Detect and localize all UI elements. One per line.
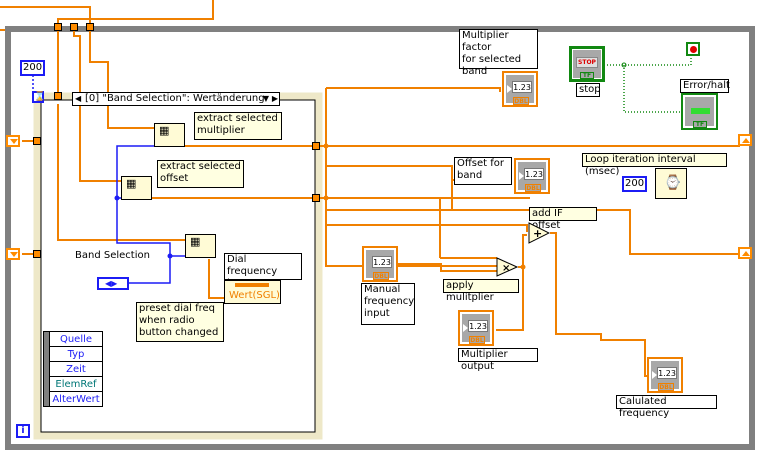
multiply-node[interactable]: ×	[496, 257, 518, 277]
index-array-icon: ▦	[190, 235, 201, 248]
index-array-offset[interactable]: ▦	[121, 176, 152, 200]
loop-interval-label: Loop iteration interval (msec)	[582, 153, 727, 177]
band-selection-control[interactable]: ◀▶	[97, 277, 129, 290]
watch-icon: ⌚	[664, 175, 682, 191]
event-field-elemref: ElemRef	[50, 377, 102, 392]
index-array-multiplier[interactable]: ▦	[154, 123, 185, 147]
event-field-typ: Typ	[50, 347, 102, 362]
multiplier-output-label: Multiplier output	[458, 348, 538, 372]
previous-case-arrow[interactable]: ◀	[75, 94, 82, 103]
comment-apply-multiplier: apply mulitplier	[443, 279, 519, 303]
offset-label: Offset for band	[454, 157, 512, 185]
comment-preset-dial: preset dial freq when radio button chang…	[136, 302, 224, 342]
dial-frequency-property-node[interactable]: Wert(SGL)	[224, 280, 281, 304]
index-array-icon: ▦	[126, 177, 137, 190]
manual-frequency-label: Manual frequency input	[361, 283, 415, 325]
comment-add-if-offset: add IF offset	[529, 207, 597, 231]
next-case-arrow[interactable]: ▶	[271, 94, 278, 103]
timeout-constant[interactable]: 200	[20, 60, 46, 76]
dial-frequency-label: Dial frequency input	[224, 253, 302, 289]
event-field-alterwert: AlterWert	[52, 394, 100, 405]
event-tunnel	[312, 142, 320, 150]
loop-condition-terminal[interactable]	[686, 42, 700, 56]
stop-label: stop	[576, 83, 601, 97]
comment-extract-offset: extract selected offset	[157, 160, 244, 188]
hourglass-timeout-icon: ⌛	[32, 91, 46, 103]
iteration-terminal: i	[16, 424, 30, 438]
multiplier-factor-indicator[interactable]: 1.23 DBL	[502, 71, 538, 107]
case-selector-label: [0] "Band Selection": Wertänderung	[85, 93, 265, 104]
event-tunnel	[33, 137, 41, 145]
event-tunnel	[54, 92, 62, 100]
stop-button-control[interactable]: STOP TF	[569, 46, 605, 82]
multiplier-output-indicator[interactable]: 1.23 DBL	[458, 310, 494, 346]
error-halt-label: Error/halt	[680, 79, 730, 93]
tf-tag: TF	[580, 72, 594, 79]
event-tunnel	[312, 194, 320, 202]
calculated-frequency-indicator[interactable]: 1.23 DBL	[647, 357, 683, 393]
property-node-header	[235, 283, 269, 287]
index-array-icon: ▦	[159, 124, 170, 137]
multiply-symbol: ×	[502, 263, 510, 274]
comment-extract-multiplier: extract selected multiplier	[194, 112, 282, 140]
tf-tag: TF	[693, 121, 707, 128]
add-symbol: +	[533, 227, 542, 240]
loop-tunnel	[86, 23, 94, 31]
wait-until-next-ms-node[interactable]: ⌚	[655, 168, 687, 199]
shift-register-left	[6, 135, 20, 147]
offset-indicator[interactable]: 1.23 DBL	[514, 158, 550, 194]
led-icon	[691, 108, 710, 114]
stop-button-face: STOP	[576, 57, 598, 68]
band-selection-label: Band Selection	[75, 250, 150, 261]
shift-register-left	[6, 248, 20, 260]
property-name: Wert(SGL)	[229, 290, 280, 301]
event-case-selector[interactable]: ◀ [0] "Band Selection": Wertänderung ▼ ▶	[72, 92, 280, 106]
case-dropdown-icon[interactable]: ▼	[262, 94, 269, 103]
error-halt-indicator[interactable]: TF	[681, 93, 718, 130]
add-node[interactable]: +	[528, 222, 550, 244]
manual-frequency-control[interactable]: 1.23 DBL	[362, 246, 398, 282]
loop-tunnel	[54, 23, 62, 31]
event-tunnel	[33, 250, 41, 258]
event-field-quelle: Quelle	[50, 332, 102, 347]
event-data-node: Quelle Typ Zeit ElemRef AlterWert	[43, 331, 103, 407]
event-field-zeit: Zeit	[50, 362, 102, 377]
shift-register-right	[738, 134, 752, 146]
loop-tunnel	[70, 23, 78, 31]
multiplier-factor-label: Multiplier factor for selected band	[459, 29, 538, 77]
index-array-dial[interactable]: ▦	[185, 234, 216, 258]
calculated-frequency-label: Calulated frequency	[616, 395, 717, 419]
stop-condition-icon	[690, 46, 697, 53]
ring-arrows-icon: ◀▶	[105, 279, 118, 288]
loop-interval-constant[interactable]: 200	[622, 176, 648, 192]
shift-register-right	[738, 247, 752, 259]
